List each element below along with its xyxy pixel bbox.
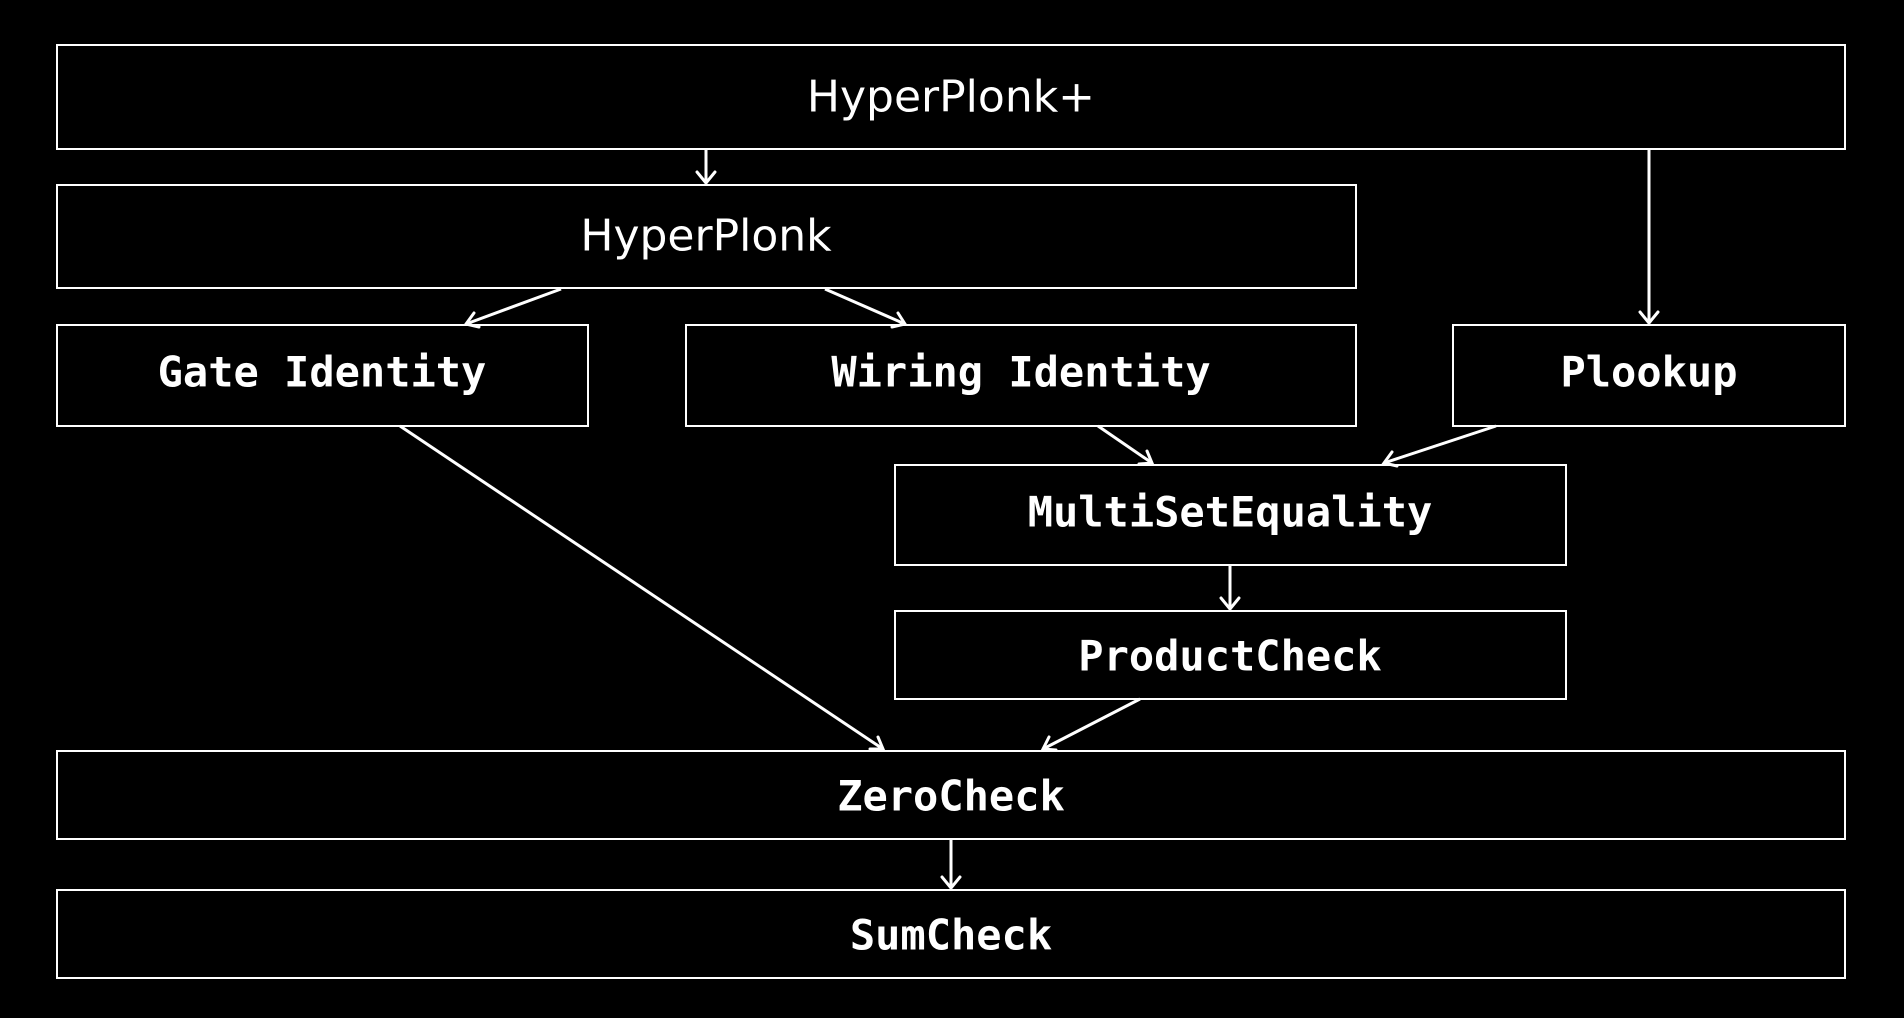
arrowhead [1638,310,1660,326]
arrowhead [1040,735,1058,752]
node-zero-check: ZeroCheck [56,750,1846,840]
edge-zero-check-to-sum-check [940,839,962,891]
edge-line [399,424,884,751]
edge-hyperplonk-to-wiring-identity [824,287,908,329]
arrowhead [695,170,717,186]
node-box [56,44,1846,150]
edge-line [1097,424,1153,465]
edge-hyperplonk-to-gate-identity [463,287,562,329]
node-label: ProductCheck [1078,632,1381,681]
edge-gate-identity-to-zero-check [399,424,886,751]
node-sum-check: SumCheck [56,889,1846,979]
node-label: Plookup [1560,348,1737,397]
node-box [56,324,589,427]
arrowhead [1137,449,1155,466]
node-label: HyperPlonk [580,211,832,262]
arrowhead [868,735,886,751]
node-label: MultiSetEquality [1028,488,1433,537]
edge-product-check-to-zero-check [1040,697,1141,752]
arrowhead [463,311,481,329]
node-label: ZeroCheck [837,772,1065,821]
arrowhead [1219,596,1241,612]
node-label: Gate Identity [158,348,487,397]
edge-wiring-identity-to-multiset-equality [1097,424,1155,466]
node-label: Wiring Identity [831,348,1210,397]
arrowhead [940,875,962,891]
node-label: HyperPlonk+ [807,72,1095,123]
edge-multiset-equality-to-product-check [1219,565,1241,612]
arrowhead [890,311,908,329]
edge-line [824,287,906,326]
node-wiring-identity: Wiring Identity [685,324,1357,427]
edge-plookup-to-multiset-equality [1381,424,1497,468]
node-box [685,324,1357,427]
arrowhead [1381,450,1399,468]
edge-line [1042,697,1141,751]
node-box [56,184,1357,289]
edge-line [1383,424,1497,465]
node-label: SumCheck [850,911,1052,960]
node-plookup: Plookup [1452,324,1846,427]
node-box [894,610,1567,700]
edge-line [465,287,562,326]
node-product-check: ProductCheck [894,610,1567,700]
edge-hyperplonk-plus-to-hyperplonk [695,149,717,186]
node-multiset-equality: MultiSetEquality [894,464,1567,566]
node-gate-identity: Gate Identity [56,324,589,427]
node-hyperplonk-plus: HyperPlonk+ [56,44,1846,150]
node-hyperplonk: HyperPlonk [56,184,1357,289]
edge-hyperplonk-plus-to-plookup [1638,149,1660,326]
